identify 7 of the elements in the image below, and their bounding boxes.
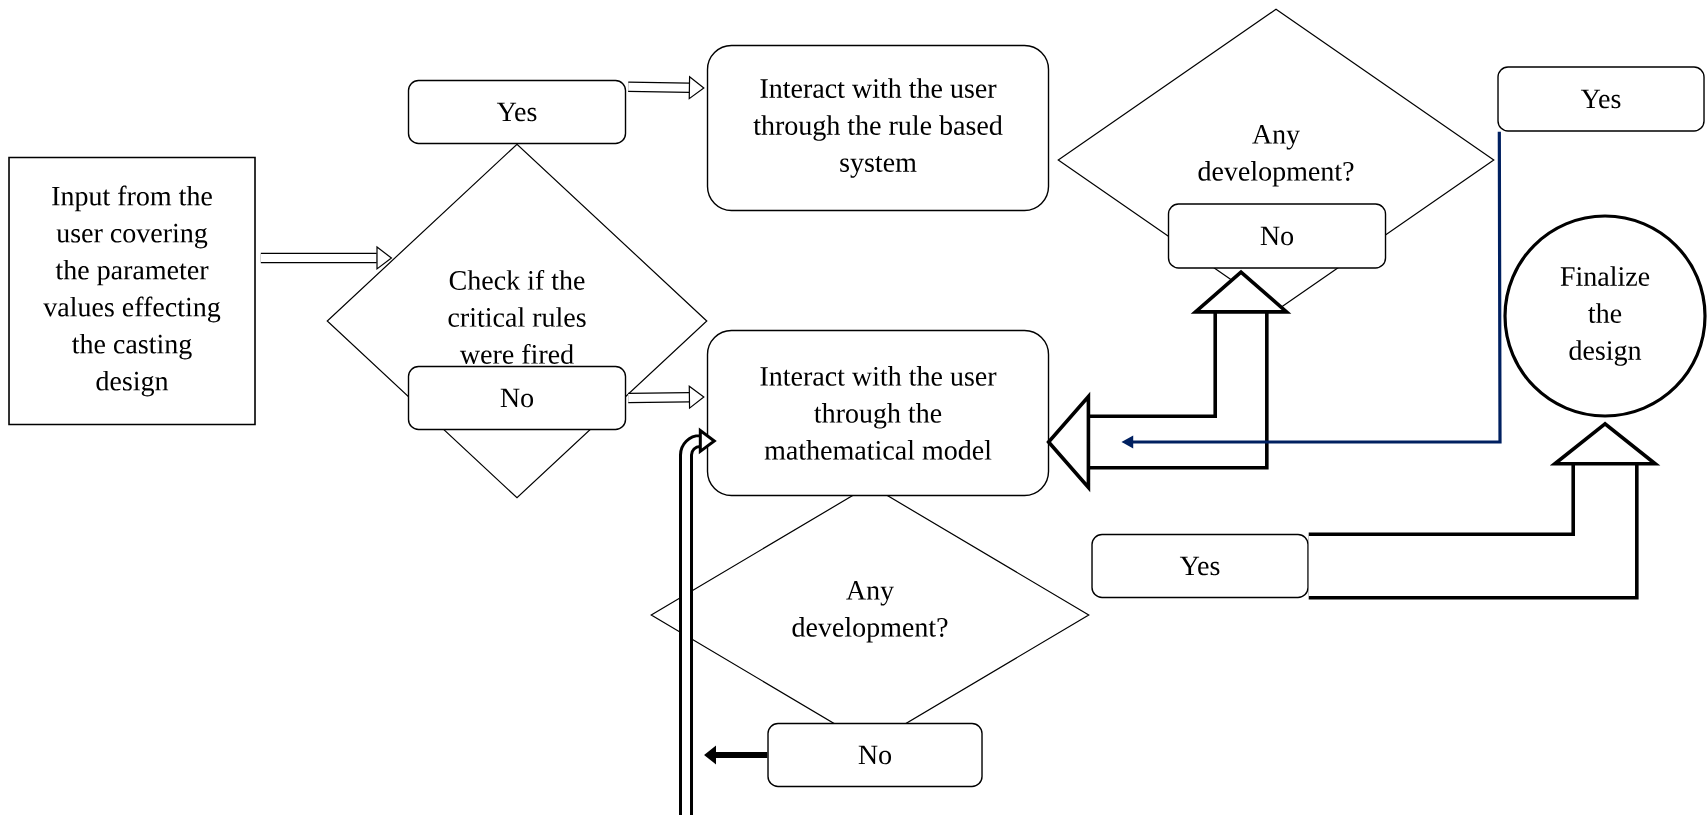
block-arrow [628,75,705,100]
option-box: No [767,722,983,788]
process-box: Interact with the user through the rule based system [706,44,1050,212]
process-box: Input from the user covering the parameter values effecting the casting design [8,156,256,426]
option-box: Yes [1091,533,1309,599]
option-box: Yes [407,79,627,145]
option-box: Yes [1497,66,1705,132]
